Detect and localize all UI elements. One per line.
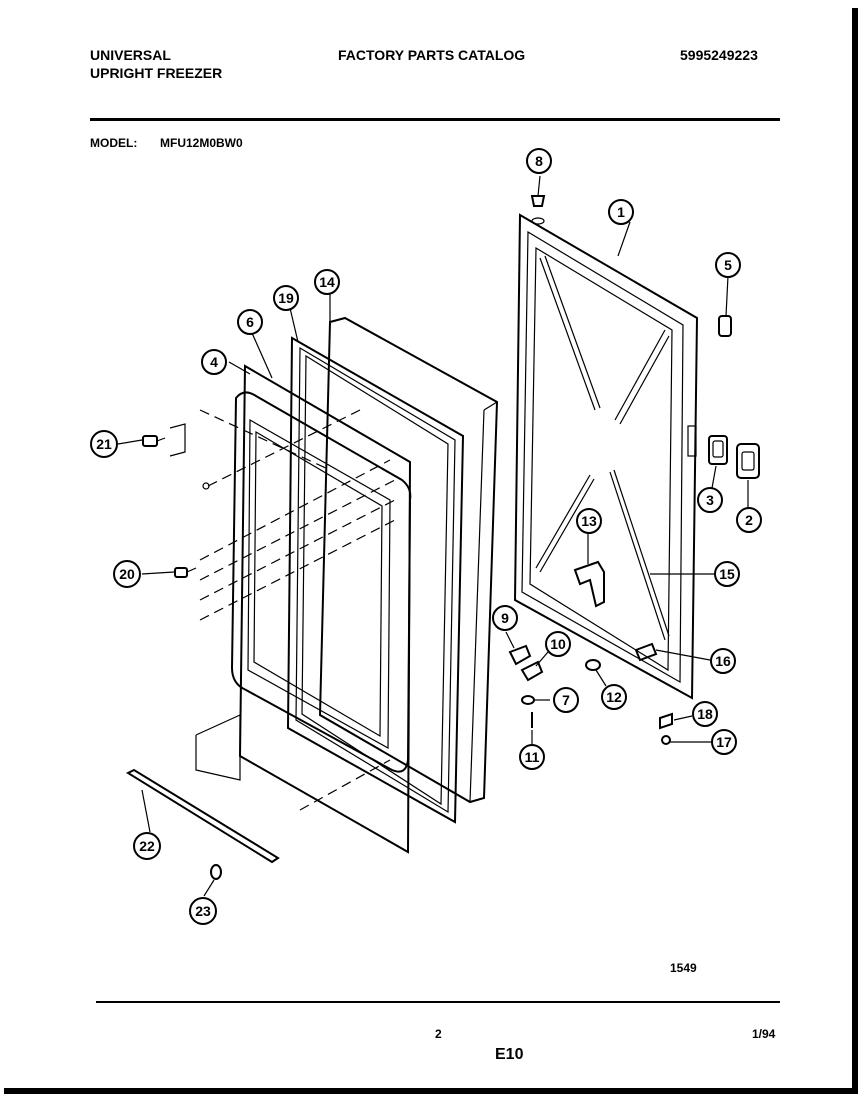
callout-20: 20 — [113, 560, 141, 588]
callout-8: 8 — [526, 148, 552, 174]
revision-date: 1/94 — [752, 1027, 776, 1041]
callout-11: 11 — [519, 744, 545, 770]
hinge-pin-8 — [530, 195, 546, 207]
svg-text:8: 8 — [535, 153, 543, 169]
callout-22: 22 — [133, 832, 161, 860]
handle-insert-inner — [712, 440, 724, 458]
svg-text:13: 13 — [581, 513, 597, 529]
svg-text:10: 10 — [550, 636, 566, 652]
callout-21: 21 — [90, 430, 118, 458]
callout-12: 12 — [601, 684, 627, 710]
callout-13: 13 — [576, 508, 602, 534]
hinge-pin-10 — [520, 660, 544, 682]
svg-text:12: 12 — [606, 689, 622, 705]
callout-19: 19 — [273, 285, 299, 311]
svg-text:20: 20 — [119, 566, 135, 582]
svg-text:9: 9 — [501, 610, 509, 626]
svg-text:17: 17 — [716, 734, 732, 750]
product-name: UPRIGHT FREEZER — [90, 65, 223, 81]
inner-door-liner — [195, 364, 412, 854]
svg-text:3: 3 — [706, 492, 714, 508]
svg-text:5: 5 — [724, 257, 732, 273]
callout-15: 15 — [714, 561, 740, 587]
handle-bracket — [573, 560, 605, 608]
callout-3: 3 — [697, 487, 723, 513]
header-rule — [90, 118, 780, 121]
callout-18: 18 — [692, 701, 718, 727]
catalog-number: 5995249223 — [680, 47, 758, 63]
washer-17 — [661, 735, 671, 745]
svg-text:14: 14 — [319, 274, 335, 290]
outer-door-panel — [513, 213, 699, 700]
svg-text:23: 23 — [195, 903, 211, 919]
callout-17: 17 — [711, 729, 737, 755]
model-label: MODEL: — [90, 136, 138, 150]
callout-1: 1 — [608, 199, 634, 225]
svg-text:2: 2 — [745, 512, 753, 528]
svg-text:16: 16 — [715, 653, 731, 669]
catalog-title: FACTORY PARTS CATALOG — [338, 47, 526, 63]
handle-grip-inner — [741, 451, 755, 471]
section-code: E10 — [495, 1046, 524, 1063]
callout-7: 7 — [553, 687, 579, 713]
figure-code: 1549 — [670, 961, 697, 975]
callout-10: 10 — [545, 631, 571, 657]
svg-text:15: 15 — [719, 566, 735, 582]
callout-5: 5 — [715, 252, 741, 278]
model-number: MFU12M0BW0 — [160, 136, 243, 150]
page-number: 2 — [435, 1027, 442, 1041]
washer-7 — [521, 695, 535, 705]
door-insulation-panel — [318, 316, 499, 804]
brand-name: UNIVERSAL — [90, 47, 171, 63]
handle-insert — [708, 435, 728, 465]
door-gasket — [286, 336, 465, 824]
screw-20 — [174, 567, 197, 578]
hinge-9 — [508, 644, 532, 666]
svg-text:4: 4 — [210, 354, 218, 370]
svg-text:11: 11 — [525, 749, 540, 765]
callout-9: 9 — [492, 605, 518, 631]
svg-text:18: 18 — [697, 706, 713, 722]
svg-text:7: 7 — [562, 692, 570, 708]
bushing-12 — [585, 659, 601, 671]
clip-23 — [210, 864, 222, 880]
callout-4: 4 — [201, 349, 227, 375]
svg-text:1: 1 — [617, 204, 625, 220]
screw-21 — [142, 423, 186, 457]
svg-text:6: 6 — [246, 314, 254, 330]
svg-text:22: 22 — [139, 838, 155, 854]
handle-grip — [736, 443, 760, 479]
leader-lines — [117, 175, 749, 897]
callout-23: 23 — [189, 897, 217, 925]
callout-16: 16 — [710, 648, 736, 674]
svg-text:21: 21 — [96, 436, 112, 452]
bottom-trim-strip — [125, 768, 280, 864]
svg-text:19: 19 — [278, 290, 294, 306]
callout-14: 14 — [314, 269, 340, 295]
callout-2: 2 — [736, 507, 762, 533]
nut-18 — [659, 712, 673, 730]
callout-6: 6 — [237, 309, 263, 335]
bracket-16 — [634, 642, 658, 662]
handle-cap — [718, 315, 732, 337]
footer-rule — [96, 1001, 780, 1003]
screw-hole — [202, 482, 210, 490]
page-frame — [4, 8, 858, 1094]
